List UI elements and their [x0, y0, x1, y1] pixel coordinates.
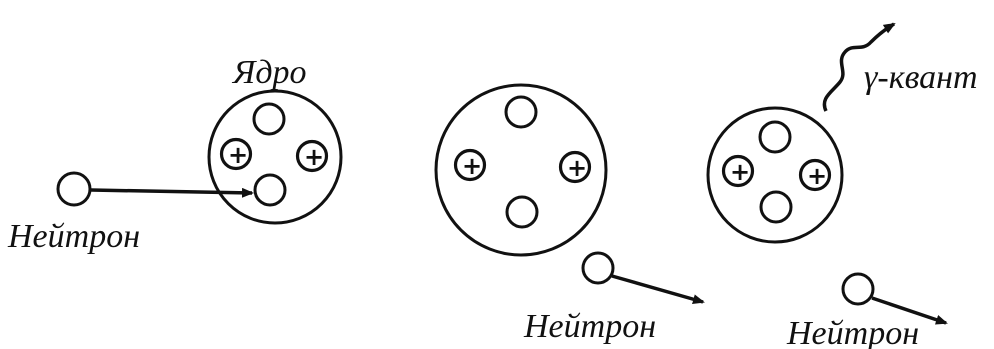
- scattered-neutron-2: [841, 272, 875, 306]
- neutron-bottom-1: [253, 173, 287, 207]
- proton-plus-right-2: +: [567, 154, 587, 182]
- proton-right-2: [558, 150, 592, 184]
- proton-left-1: [219, 137, 253, 171]
- nucleus-label: Ядро: [231, 54, 307, 91]
- proton-left-3: [721, 154, 755, 188]
- neutron-top-3: [758, 120, 792, 154]
- stage-2: + + Нейтрон: [434, 83, 705, 345]
- proton-plus-right-3: +: [807, 162, 827, 190]
- incoming-neutron-arrow: [90, 187, 254, 198]
- neutron-bottom-2: [505, 195, 539, 229]
- scattered-neutron-arrow-1: [611, 274, 705, 305]
- proton-right-1: [295, 139, 329, 173]
- scattered-neutron-1: [581, 251, 615, 285]
- nucleus-2: [434, 83, 608, 257]
- stage-1: Ядро + + Нейтрон: [7, 54, 343, 255]
- proton-plus-left-3: +: [730, 158, 750, 186]
- proton-plus-left-1: +: [228, 141, 248, 169]
- gamma-quantum-label: γ-квант: [864, 59, 978, 96]
- proton-plus-left-2: +: [462, 152, 482, 180]
- proton-right-3: [798, 158, 832, 192]
- proton-left-2: [453, 148, 487, 182]
- incoming-neutron: [56, 171, 92, 207]
- neutron-label-incoming: Нейтрон: [7, 218, 140, 255]
- nucleus-3: [706, 106, 844, 244]
- neutron-top-2: [504, 95, 538, 129]
- neutron-bottom-3: [759, 190, 793, 224]
- stage-3: + + γ-квант Нейтрон: [706, 22, 978, 349]
- neutron-top-1: [252, 102, 286, 136]
- gamma-wavy-arrow: [822, 22, 896, 112]
- proton-plus-right-1: +: [304, 143, 324, 171]
- neutron-label-scattered-2: Нейтрон: [786, 315, 919, 349]
- neutron-label-scattered-1: Нейтрон: [523, 308, 656, 345]
- scattered-neutron-arrow-2: [871, 296, 948, 325]
